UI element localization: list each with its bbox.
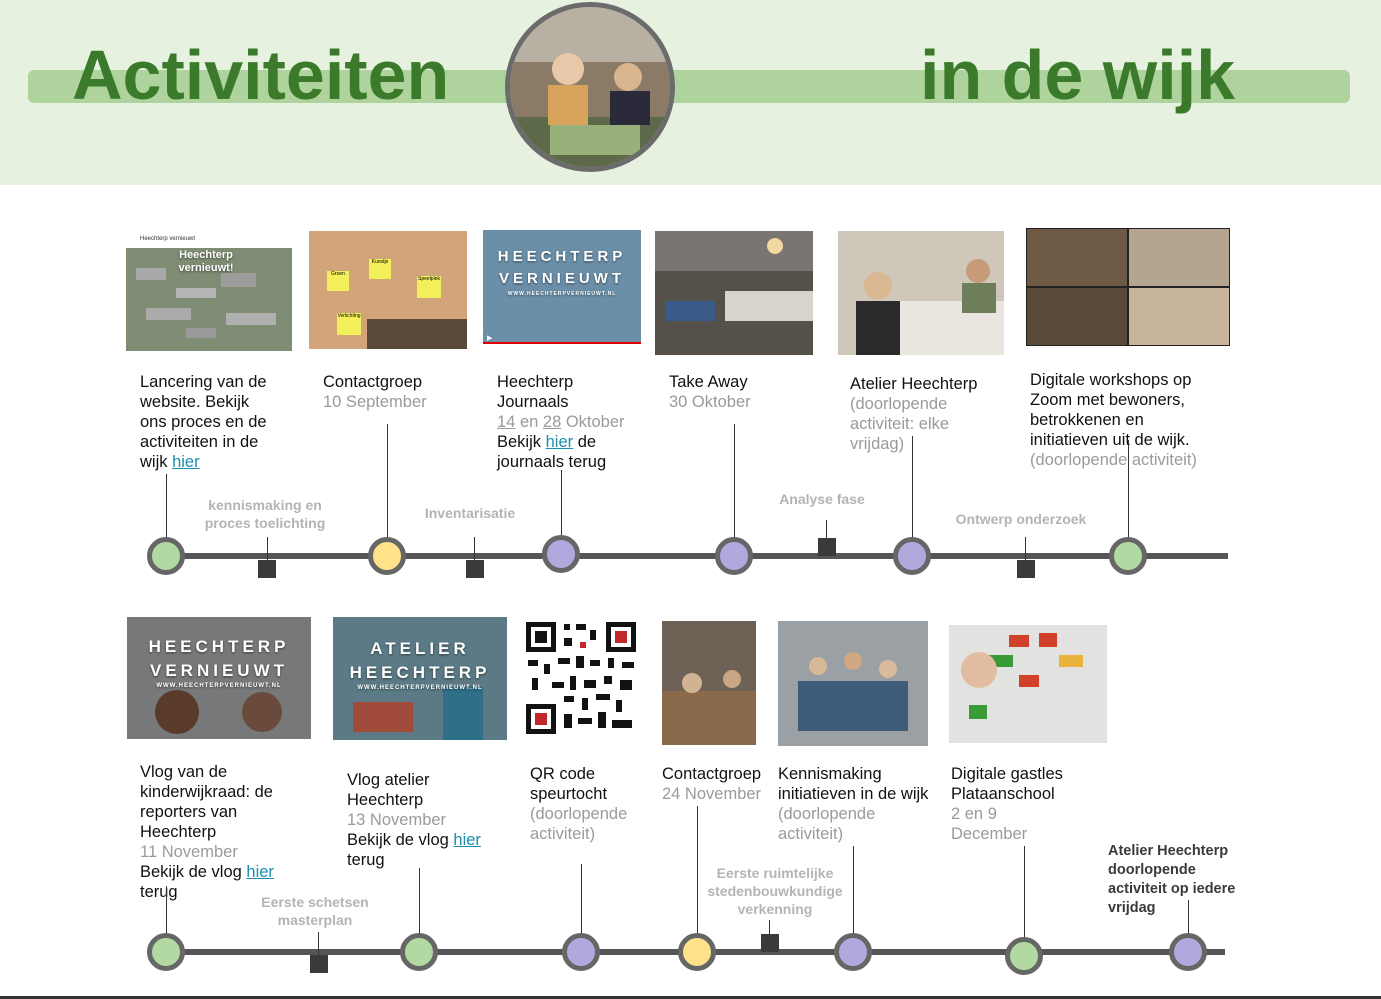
contactgroep-nov-photo xyxy=(662,621,756,745)
timeline-dot xyxy=(147,537,185,575)
item-vlog-atelier: Vlog atelier Heechterp 13 November Bekij… xyxy=(347,771,481,869)
phase-analyse: Analyse fase xyxy=(779,491,865,507)
website-screenshot: Heechterp vernieuwt Heechterp vernieuwt! xyxy=(126,233,292,360)
phase-marker xyxy=(1017,560,1035,578)
item-kennismaking-initiatieven: Kennismaking initiatieven in de wijk (do… xyxy=(778,765,929,843)
atelier-photo xyxy=(838,231,1004,355)
timeline-dot xyxy=(678,933,716,971)
vlog-title-line1: HEECHTERP xyxy=(148,637,290,656)
timeline-dot xyxy=(1109,537,1147,575)
item-digitale-workshops: Digitale workshops op Zoom met bewoners,… xyxy=(1030,371,1197,469)
item-take-away: Take Away 30 Oktober xyxy=(669,373,751,411)
vlog-title-line2: VERNIEUWT xyxy=(150,661,288,680)
sticky-note: Groen xyxy=(327,271,349,291)
zoom-workshop-screenshot xyxy=(1026,228,1230,346)
vlog-url: WWW.HEECHTERPVERNIEUWT.NL xyxy=(156,683,282,689)
timeline-dot xyxy=(542,535,580,573)
vlog-atelier-line1: ATELIER xyxy=(370,639,470,658)
item-qr-speurtocht: QR code speurtocht (doorlopende activite… xyxy=(530,765,628,843)
website-link[interactable]: hier xyxy=(172,453,200,471)
item-contactgroep-sept: Contactgroep 10 September xyxy=(323,373,427,411)
vlog-kinderwijkraad-thumbnail: HEECHTERP VERNIEUWT WWW.HEECHTERPVERNIEU… xyxy=(127,617,311,739)
website-banner-text: Heechterp vernieuwt! xyxy=(178,249,234,274)
timeline-dot xyxy=(400,933,438,971)
title-left: Activiteiten xyxy=(72,36,450,114)
phase-marker xyxy=(761,934,779,952)
video-url: WWW.HEECHTERPVERNIEUWT.NL xyxy=(507,291,617,297)
phase-marker xyxy=(466,560,484,578)
phase-marker xyxy=(818,538,836,556)
timeline-dot xyxy=(893,537,931,575)
timeline-line-row1 xyxy=(165,553,1228,559)
timeline-dot xyxy=(147,933,185,971)
header-bar xyxy=(28,70,1350,103)
timeline-dot xyxy=(562,933,600,971)
item-vlog-kinderwijkraad: Vlog van de kinderwijkraad: de reporters… xyxy=(140,763,274,901)
kennismaking-photo xyxy=(778,621,928,746)
item-contactgroep-nov: Contactgroep 24 November xyxy=(662,765,762,803)
video-title-line1: HEECHTERP xyxy=(497,248,627,265)
timeline-dot xyxy=(1169,933,1207,971)
vlog-atelier-url: WWW.HEECHTERPVERNIEUWT.NL xyxy=(357,685,483,691)
item-lancering-website: Lancering van de website. Bekijk ons pro… xyxy=(140,373,267,471)
timeline-dot xyxy=(715,537,753,575)
video-title-line2: VERNIEUWT xyxy=(499,270,625,287)
phase-ontwerp-onderzoek: Ontwerp onderzoek xyxy=(955,511,1087,527)
vlog-kinderwijkraad-link[interactable]: hier xyxy=(246,863,274,881)
item-atelier-heechterp: Atelier Heechterp (doorlopende activitei… xyxy=(850,375,978,453)
item-heechterp-journaals: Heechterp Journaals 14 en 28 Oktober Bek… xyxy=(497,373,625,471)
title-right: in de wijk xyxy=(920,36,1236,114)
timeline-dot xyxy=(834,933,872,971)
bottom-border xyxy=(0,996,1381,999)
plataanschool-photo xyxy=(949,625,1107,743)
sticky-notes-photo: Groen Kunstje Speelplek Verlichting xyxy=(309,231,467,349)
vlog-atelier-line2: HEECHTERP xyxy=(349,663,491,682)
phase-marker xyxy=(310,955,328,973)
take-away-photo xyxy=(655,231,813,355)
phase-inventarisatie: Inventarisatie xyxy=(424,505,516,521)
sticky-note: Speelplek xyxy=(417,276,441,298)
sticky-note: Verlichting xyxy=(337,313,361,335)
play-icon[interactable]: ▶ xyxy=(487,335,493,342)
qr-code[interactable] xyxy=(524,620,638,736)
timeline-dot xyxy=(368,537,406,575)
item-digitale-gastles: Digitale gastles Plataanschool 2 en 9 De… xyxy=(951,765,1063,843)
journaal-video-thumbnail: HEECHTERP VERNIEUWT WWW.HEECHTERPVERNIEU… xyxy=(483,230,641,358)
phase-marker xyxy=(258,560,276,578)
vlog-atelier-link[interactable]: hier xyxy=(453,831,481,849)
sticky-note: Kunstje xyxy=(369,259,391,279)
header-photo xyxy=(505,2,675,172)
website-header-text: Heechterp vernieuwt xyxy=(140,236,196,242)
journaals-link[interactable]: hier xyxy=(545,433,574,451)
timeline-dot xyxy=(1005,937,1043,975)
vlog-atelier-thumbnail: ATELIER HEECHTERP WWW.HEECHTERPVERNIEUWT… xyxy=(333,617,507,740)
